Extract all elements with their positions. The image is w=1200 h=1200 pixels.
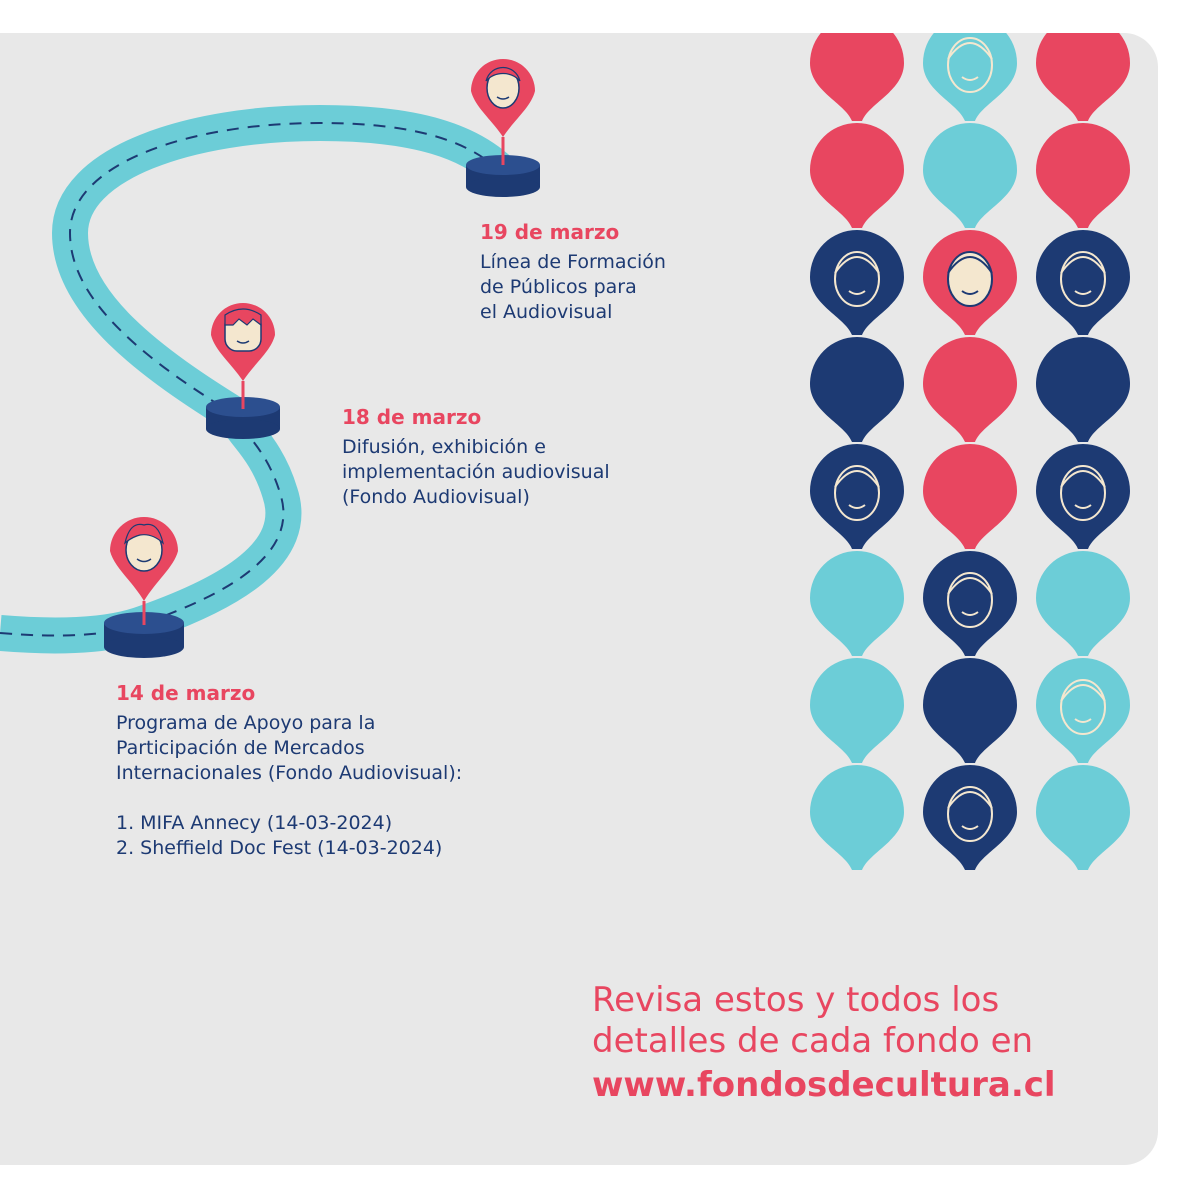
event-14-marzo: 14 de marzo Programa de Apoyo para la Pa… <box>116 681 462 861</box>
balloon-face-icon <box>923 33 1017 121</box>
event-description-line: implementación audiovisual <box>342 461 610 483</box>
event-description-line: Programa de Apoyo para la <box>116 712 376 734</box>
map-pin-face-icon <box>110 517 178 625</box>
event-description: Difusión, exhibición e implementación au… <box>342 435 610 510</box>
road <box>0 104 513 654</box>
balloon-icon <box>923 444 1017 549</box>
map-pin-face-icon <box>211 303 275 409</box>
cta-line: Revisa estos y todos los <box>592 980 1000 1020</box>
balloon-icon <box>1036 551 1130 656</box>
event-description-line: de Públicos para <box>480 276 637 298</box>
balloon-face-icon <box>810 444 904 549</box>
event-description-line: (Fondo Audiovisual) <box>342 486 530 508</box>
balloon-face-icon <box>923 551 1017 656</box>
map-pin-face-icon <box>471 59 535 165</box>
event-description-line <box>116 786 462 811</box>
event-description-line: 2. Sheffield Doc Fest (14-03-2024) <box>116 837 443 859</box>
event-18-marzo: 18 de marzo Difusión, exhibición e imple… <box>342 405 610 510</box>
road-surface <box>0 104 513 654</box>
balloon-face-icon <box>810 230 904 335</box>
illustration <box>0 33 1130 870</box>
balloon-icon <box>810 33 904 121</box>
event-description-line: el Audiovisual <box>480 301 613 323</box>
infographic-card: 19 de marzo Línea de Formación de Públic… <box>0 33 1158 1165</box>
event-19-marzo: 19 de marzo Línea de Formación de Públic… <box>480 220 666 325</box>
balloon-face-icon <box>923 765 1017 870</box>
platform-disc-icon <box>466 155 540 197</box>
event-description: Línea de Formación de Públicos para el A… <box>480 250 666 325</box>
balloon-icon <box>810 123 904 228</box>
road-center-line <box>0 121 501 637</box>
event-description: Programa de Apoyo para la Participación … <box>116 711 462 861</box>
event-date: 18 de marzo <box>342 405 482 429</box>
event-description-line: Participación de Mercados <box>116 737 365 759</box>
balloon-icon <box>810 658 904 763</box>
balloon-icon <box>810 337 904 442</box>
balloon-face-icon <box>923 230 1017 335</box>
balloon-icon <box>1036 33 1130 121</box>
event-date: 19 de marzo <box>480 220 620 244</box>
event-description-line: Difusión, exhibición e <box>342 436 546 458</box>
balloon-columns <box>810 33 1130 870</box>
call-to-action: Revisa estos y todos los detalles de cad… <box>592 980 1056 1108</box>
event-date: 14 de marzo <box>116 681 256 705</box>
balloon-face-icon <box>1036 230 1130 335</box>
balloon-icon <box>923 123 1017 228</box>
cta-line: detalles de cada fondo en <box>592 1021 1034 1061</box>
event-description-line: Línea de Formación <box>480 251 666 273</box>
balloon-face-icon <box>1036 444 1130 549</box>
balloon-face-icon <box>1036 658 1130 763</box>
event-description-line: Internacionales (Fondo Audiovisual): <box>116 762 463 784</box>
balloon-icon <box>923 337 1017 442</box>
balloon-icon <box>1036 337 1130 442</box>
balloon-icon <box>1036 123 1130 228</box>
balloon-icon <box>923 658 1017 763</box>
balloon-icon <box>810 765 904 870</box>
website-link[interactable]: www.fondosdecultura.cl <box>592 1065 1056 1105</box>
balloon-icon <box>1036 765 1130 870</box>
event-description-line: 1. MIFA Annecy (14-03-2024) <box>116 812 393 834</box>
balloon-icon <box>810 551 904 656</box>
